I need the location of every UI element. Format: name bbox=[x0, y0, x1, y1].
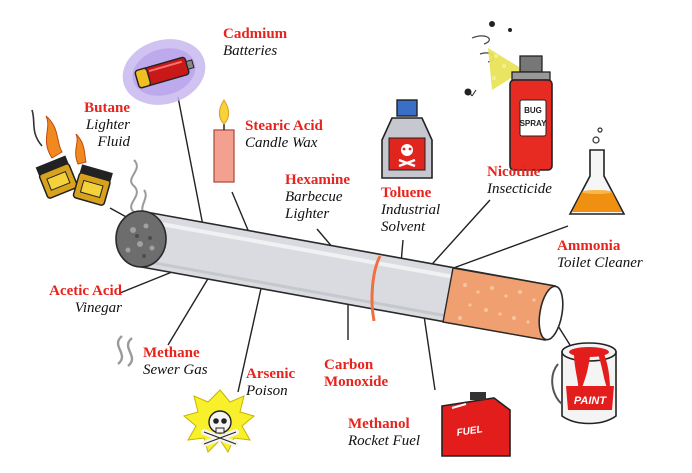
cigarette-icon bbox=[115, 210, 564, 341]
product-name: Sewer Gas bbox=[143, 361, 208, 378]
leader-line-nicotine bbox=[424, 199, 491, 273]
leader-line-acetic bbox=[119, 271, 173, 294]
leader-line-arsenic bbox=[237, 283, 263, 393]
product-name: Batteries bbox=[223, 42, 278, 59]
label-carbon-monoxide: Carbon Monoxide bbox=[324, 357, 388, 391]
bug-icon bbox=[464, 21, 512, 96]
leader-line-methane bbox=[167, 271, 213, 346]
chemical-name: Ammonia bbox=[557, 238, 621, 254]
label-toluene: Toluene Industrial Solvent bbox=[381, 185, 440, 235]
poison-bottle-icon bbox=[381, 99, 433, 179]
label-stearic-acid: Stearic Acid Candle Wax bbox=[245, 118, 323, 152]
label-nicotine: Nicotine Insecticide bbox=[487, 164, 552, 198]
leader-line-cadmium bbox=[177, 96, 206, 237]
product-name: Fluid bbox=[97, 133, 131, 150]
product-name: Solvent bbox=[381, 218, 426, 235]
chemical-name: Toluene bbox=[381, 185, 432, 201]
filter-end bbox=[538, 285, 564, 341]
label-hexamine: Hexamine Barbecue Lighter bbox=[285, 172, 350, 222]
product-name: Toilet Cleaner bbox=[557, 254, 643, 271]
chemical-name: Cadmium bbox=[223, 26, 288, 42]
gas-fumes-icon bbox=[116, 335, 134, 367]
ash-tip bbox=[115, 210, 167, 268]
chemical-name: Methane bbox=[143, 345, 200, 361]
flask-icon bbox=[568, 127, 626, 215]
chemical-name: Butane bbox=[84, 100, 130, 116]
product-name: Vinegar bbox=[74, 299, 122, 316]
chemical-name-line2: Monoxide bbox=[324, 373, 389, 390]
chemical-name: Arsenic bbox=[246, 366, 296, 382]
product-name: Rocket Fuel bbox=[348, 432, 421, 449]
label-butane: Butane Lighter Fluid bbox=[70, 100, 130, 150]
paint-can-icon: PAINT bbox=[551, 342, 617, 425]
candle-icon bbox=[213, 99, 235, 183]
label-ammonia: Ammonia Toilet Cleaner bbox=[557, 238, 643, 272]
product-name: Candle Wax bbox=[245, 134, 318, 151]
product-name: Barbecue bbox=[285, 188, 343, 205]
filter-speckle bbox=[458, 283, 536, 324]
fuel-can-text: FUEL bbox=[456, 424, 483, 439]
bug-spray-icon: BUG SPRAY bbox=[464, 21, 553, 171]
battery-icon bbox=[122, 39, 206, 105]
product-name: Poison bbox=[246, 382, 288, 399]
chemical-name: Nicotine bbox=[487, 164, 541, 180]
chemical-name: Carbon bbox=[324, 357, 374, 373]
chemical-name: Hexamine bbox=[285, 172, 350, 188]
product-name: Insecticide bbox=[487, 180, 552, 197]
bug-spray-line2: SPRAY bbox=[520, 119, 547, 128]
smoke-wisps-icon bbox=[130, 159, 147, 215]
product-name: Lighter bbox=[285, 205, 330, 222]
skull-crossbones-icon bbox=[182, 389, 256, 454]
product-name: Lighter bbox=[85, 116, 130, 133]
label-arsenic: Arsenic Poison bbox=[246, 366, 295, 400]
chemical-name: Acetic Acid bbox=[49, 283, 122, 299]
chemical-name: Stearic Acid bbox=[245, 118, 323, 134]
cigarette-filter bbox=[442, 267, 556, 341]
leader-line-methanol bbox=[422, 308, 436, 391]
leader-line-ammonia bbox=[447, 225, 569, 271]
label-cadmium: Cadmium Batteries bbox=[223, 26, 287, 60]
chemical-name: Methanol bbox=[348, 416, 410, 432]
label-methanol: Methanol Rocket Fuel bbox=[348, 416, 420, 450]
lighter-icon bbox=[31, 109, 113, 206]
paint-can-text: PAINT bbox=[574, 395, 607, 407]
cigarette-band bbox=[370, 255, 382, 322]
fuel-can-icon: FUEL bbox=[441, 392, 511, 457]
bug-spray-line1: BUG bbox=[524, 106, 542, 115]
product-name: Industrial bbox=[381, 201, 441, 218]
label-acetic-acid: Acetic Acid Vinegar bbox=[18, 283, 122, 317]
label-methane: Methane Sewer Gas bbox=[143, 345, 208, 379]
